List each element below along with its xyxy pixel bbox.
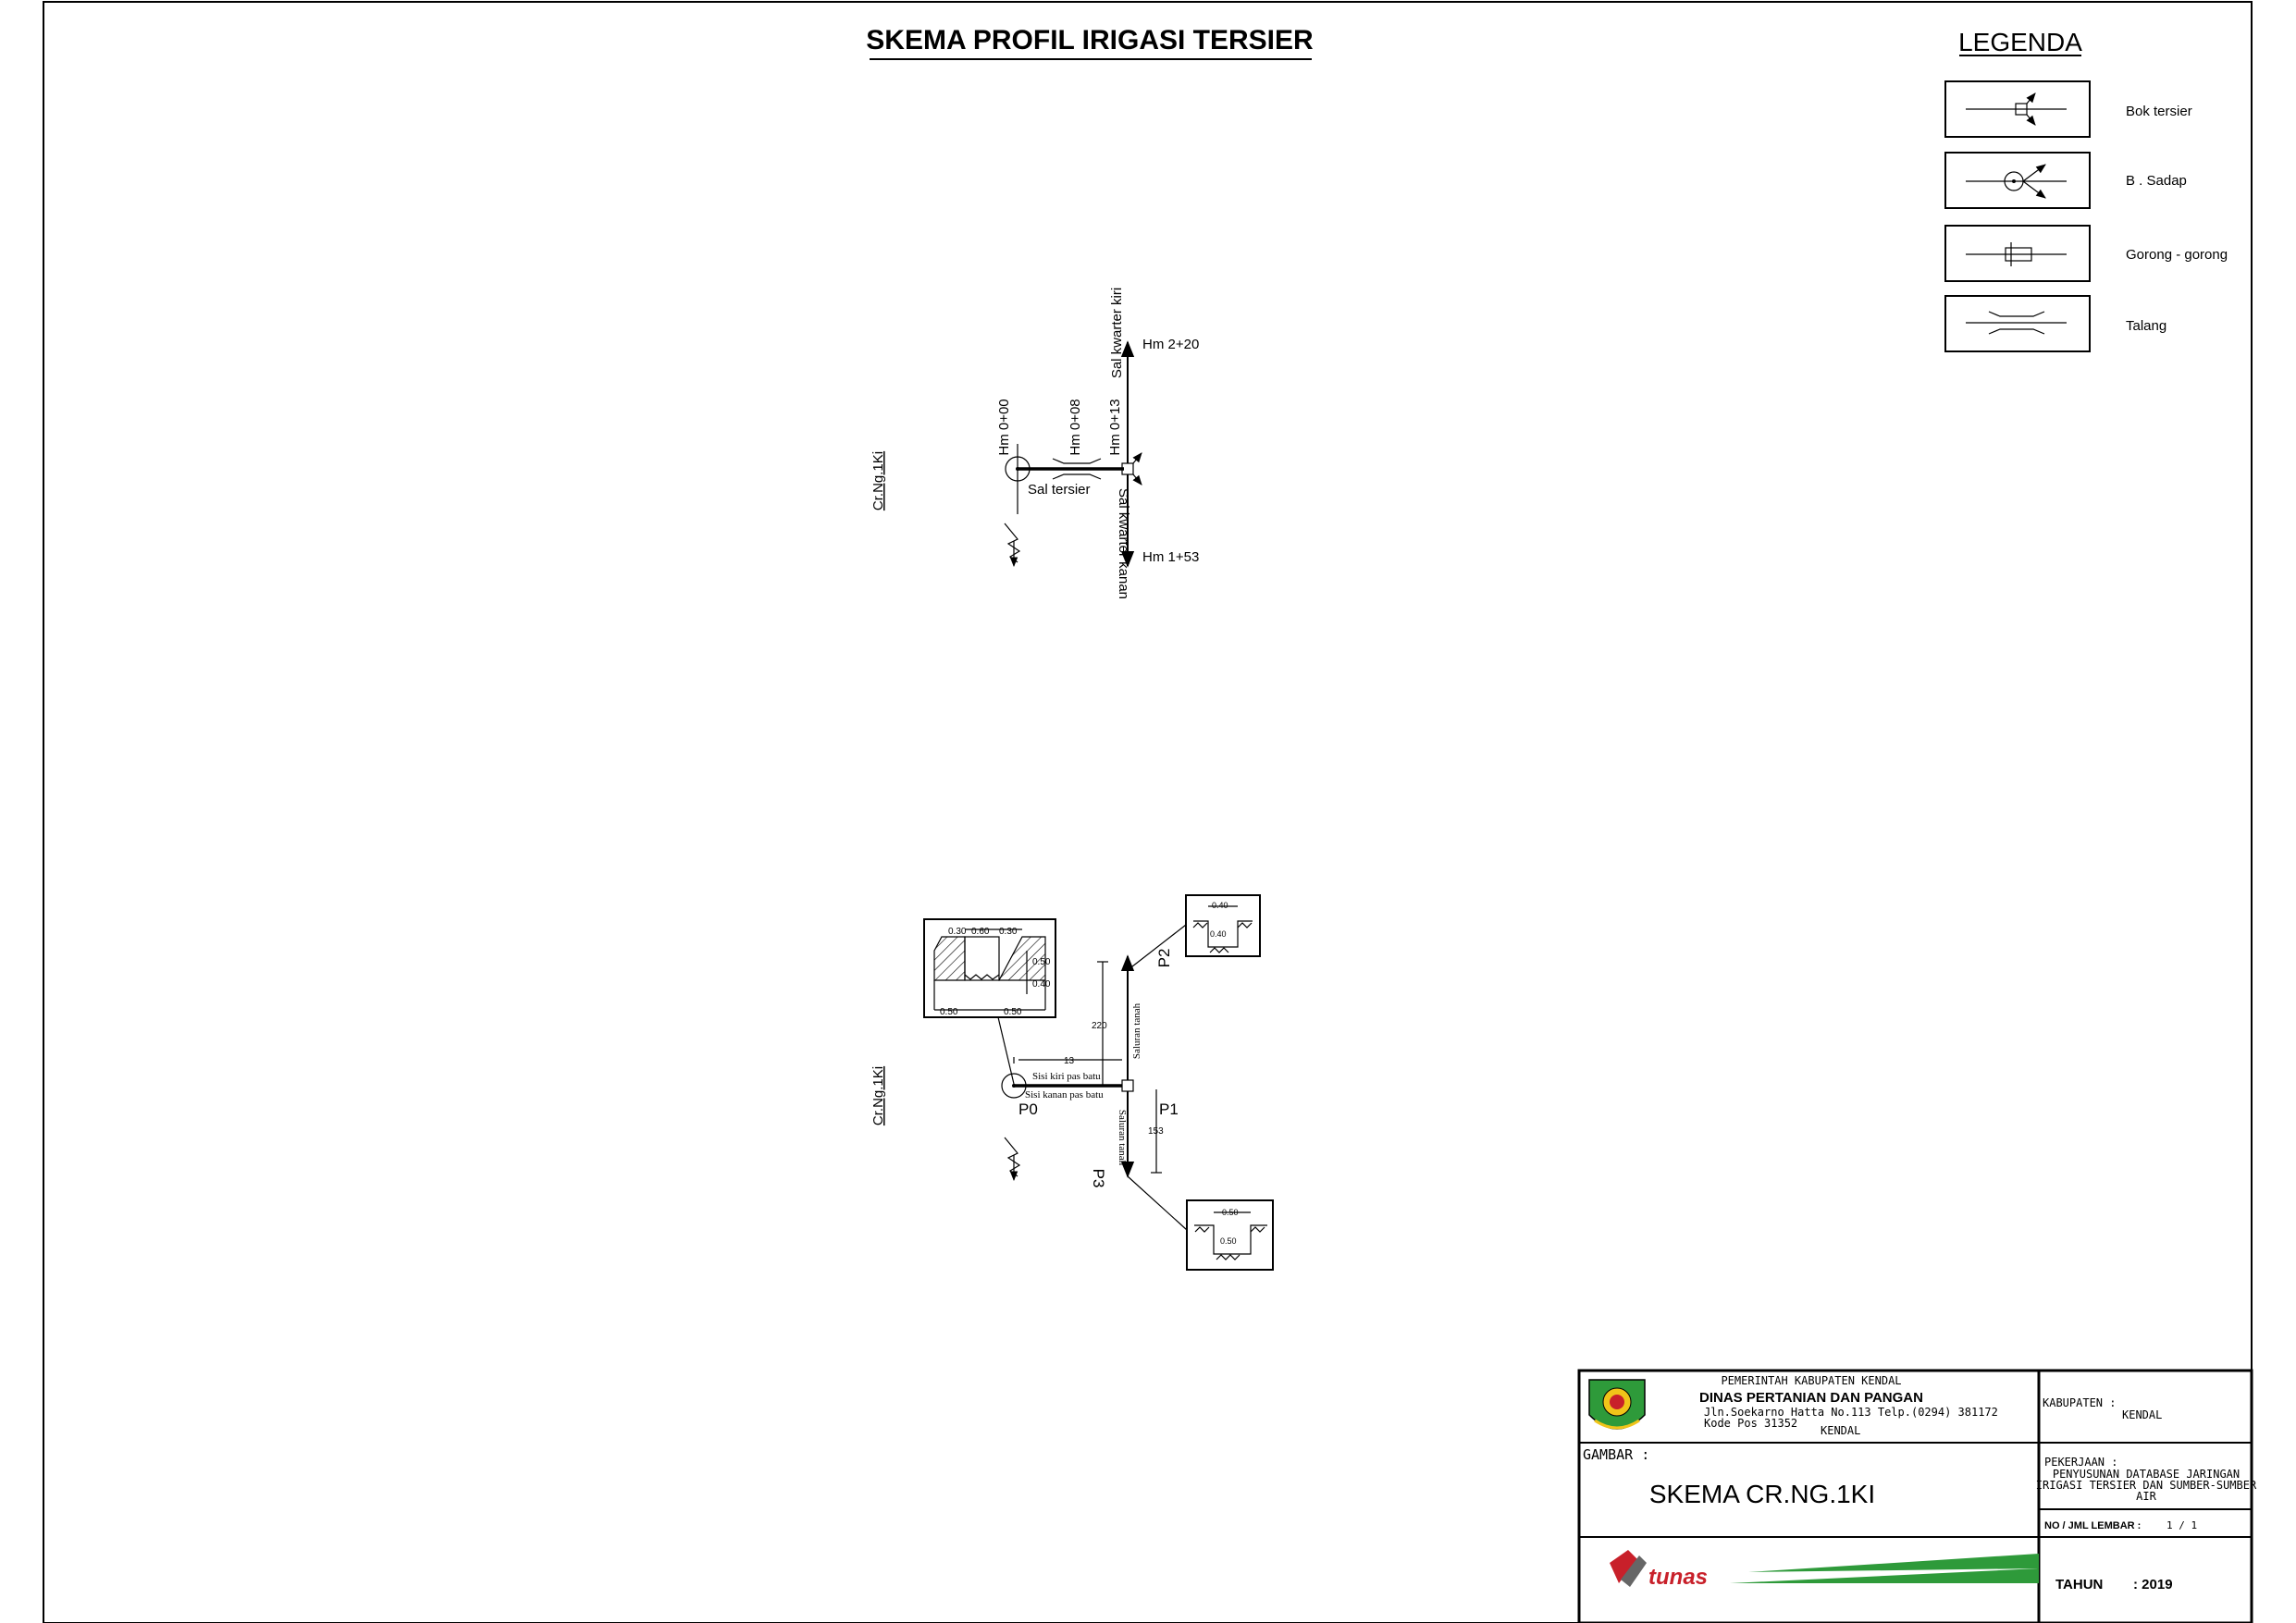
legend-label-talang: Talang xyxy=(2126,318,2166,334)
station-hm-2-20: Hm 2+20 xyxy=(1142,337,1199,352)
gorong-gorong-icon xyxy=(1966,242,2067,266)
label-saluran-up: Saluran tanah xyxy=(1131,1002,1142,1059)
sal-kwarter-kiri-label: Sal kwarter kiri xyxy=(1109,288,1125,378)
talang-icon xyxy=(1966,311,2067,335)
sheet-border xyxy=(43,1,2253,1623)
point-p3: P3 xyxy=(1090,1169,1107,1188)
tb-lembar-label: NO / JML LEMBAR : xyxy=(2044,1520,2141,1531)
legend-label-gorong-gorong: Gorong - gorong xyxy=(2126,247,2228,263)
tb-kabupaten-value: KENDAL xyxy=(2122,1408,2162,1421)
label-sisi-kanan: Sisi kanan pas batu xyxy=(1025,1089,1104,1100)
point-p1: P1 xyxy=(1159,1100,1179,1118)
sal-tersier-label: Sal tersier xyxy=(1028,482,1091,498)
irrigation-schema: Cr.Ng.1Ki Sal tersier Sal kwarter kiri S… xyxy=(870,288,1199,599)
section-p2-dim-top: 0.40 xyxy=(1212,901,1228,910)
tb-pekerjaan-line-1: PENYUSUNAN DATABASE JARINGAN xyxy=(2053,1468,2240,1481)
label-saluran-down: Saluran tanah xyxy=(1117,1110,1128,1166)
station-hm-0-00: Hm 0+00 xyxy=(996,399,1012,455)
legend-label-b-sadap: B . Sadap xyxy=(2126,173,2187,189)
profile-side-label: Cr.Ng.1Ki xyxy=(870,1066,886,1125)
tb-pekerjaan-line-3: AIR xyxy=(2136,1490,2156,1503)
section-p0-dim-right-1: 0.50 xyxy=(1032,957,1051,967)
title-block: PEMERINTAH KABUPATEN KENDAL DINAS PERTAN… xyxy=(1577,1369,2257,1623)
tb-gov: PEMERINTAH KABUPATEN KENDAL xyxy=(1721,1374,1901,1387)
tb-address: Jln.Soekarno Hatta No.113 Telp.(0294) 38… xyxy=(1704,1406,1998,1419)
tb-pekerjaan-line-2: IRIGASI TERSIER DAN SUMBER-SUMBER xyxy=(2036,1479,2257,1492)
tb-tahun-label: TAHUN xyxy=(2055,1577,2103,1592)
station-hm-0-08: Hm 0+08 xyxy=(1068,399,1083,455)
leader-p3 xyxy=(1127,1175,1188,1231)
section-p0-dim-bottom-2: 0.50 xyxy=(1004,1007,1022,1017)
section-p0-dim-bottom-1: 0.50 xyxy=(940,1007,958,1017)
point-p0: P0 xyxy=(1018,1100,1038,1118)
section-p3-dim-top: 0.50 xyxy=(1222,1208,1239,1217)
tb-lembar-value: 1 / 1 xyxy=(2166,1519,2197,1531)
page-title: SKEMA PROFIL IRIGASI TERSIER xyxy=(866,25,1314,55)
legend-label-bok-tersier: Bok tersier xyxy=(2126,104,2192,119)
bangunan-sadap-icon xyxy=(1966,164,2067,199)
section-p2-dim-depth: 0.40 xyxy=(1210,929,1227,939)
irrigation-profile: Cr.Ng.1Ki 0.30 0.60 0.30 0.50 0.40 0.50 … xyxy=(870,894,1274,1271)
tb-tahun-value: : 2019 xyxy=(2133,1577,2173,1592)
dim-length-220: 220 xyxy=(1092,1021,1107,1031)
section-p0-dim-top-2: 0.60 xyxy=(971,927,990,937)
tb-company: tunas xyxy=(1648,1565,1708,1590)
section-p0-dim-right-2: 0.40 xyxy=(1032,979,1051,990)
bok-tersier-box xyxy=(1121,462,1134,475)
leader-p0 xyxy=(997,1016,1015,1085)
leader-p2 xyxy=(1127,924,1187,971)
legend-heading: LEGENDA xyxy=(1958,28,2082,56)
point-p2: P2 xyxy=(1155,949,1173,968)
dim-length-13: 13 xyxy=(1064,1056,1075,1066)
tb-gambar-value: SKEMA CR.NG.1KI xyxy=(1649,1480,1875,1508)
tunas-company-logo: tunas xyxy=(1610,1550,2039,1590)
p1-bok-box xyxy=(1121,1079,1134,1092)
section-p0-dim-top-1: 0.30 xyxy=(948,927,967,937)
section-p0: 0.30 0.60 0.30 0.50 0.40 0.50 0.50 xyxy=(923,918,1056,1018)
legend-item-gorong-gorong: Gorong - gorong xyxy=(1944,225,2228,282)
legend: LEGENDA Bok tersier B . Sadap xyxy=(1944,28,2228,352)
legend-item-b-sadap: B . Sadap xyxy=(1944,152,2187,209)
section-p2: 0.40 0.40 xyxy=(1185,894,1261,957)
legend-item-talang: Talang xyxy=(1944,295,2166,352)
station-hm-0-13: Hm 0+13 xyxy=(1107,399,1123,455)
section-p3: 0.50 0.50 xyxy=(1186,1199,1274,1271)
legend-item-bok-tersier: Bok tersier xyxy=(1944,80,2192,138)
tb-city: KENDAL xyxy=(1821,1424,1860,1437)
tb-dept: DINAS PERTANIAN DAN PANGAN xyxy=(1699,1390,1923,1406)
schema-side-label: Cr.Ng.1Ki xyxy=(870,451,886,510)
tb-postcode: Kode Pos 31352 xyxy=(1704,1417,1797,1430)
talang-symbol xyxy=(1052,458,1102,464)
flow-arrow-icon xyxy=(1004,1137,1021,1182)
dim-length-153: 153 xyxy=(1148,1126,1164,1137)
section-p0-dim-top-3: 0.30 xyxy=(999,927,1018,937)
sal-kwarter-kanan-label: Sal kwarter kanan xyxy=(1116,488,1131,599)
station-hm-1-53: Hm 1+53 xyxy=(1142,549,1199,565)
flow-arrow-icon xyxy=(1004,523,1021,568)
tb-gambar-label: GAMBAR : xyxy=(1583,1446,1649,1463)
tb-kabupaten-label: KABUPATEN : xyxy=(2043,1396,2116,1409)
bok-tersier-icon xyxy=(1966,92,2067,126)
kendal-emblem-logo xyxy=(1588,1379,1646,1430)
label-sisi-kiri: Sisi kiri pas batu xyxy=(1032,1071,1101,1082)
tb-pekerjaan-label: PEKERJAAN : xyxy=(2044,1456,2117,1469)
section-p3-dim-depth: 0.50 xyxy=(1220,1236,1237,1246)
